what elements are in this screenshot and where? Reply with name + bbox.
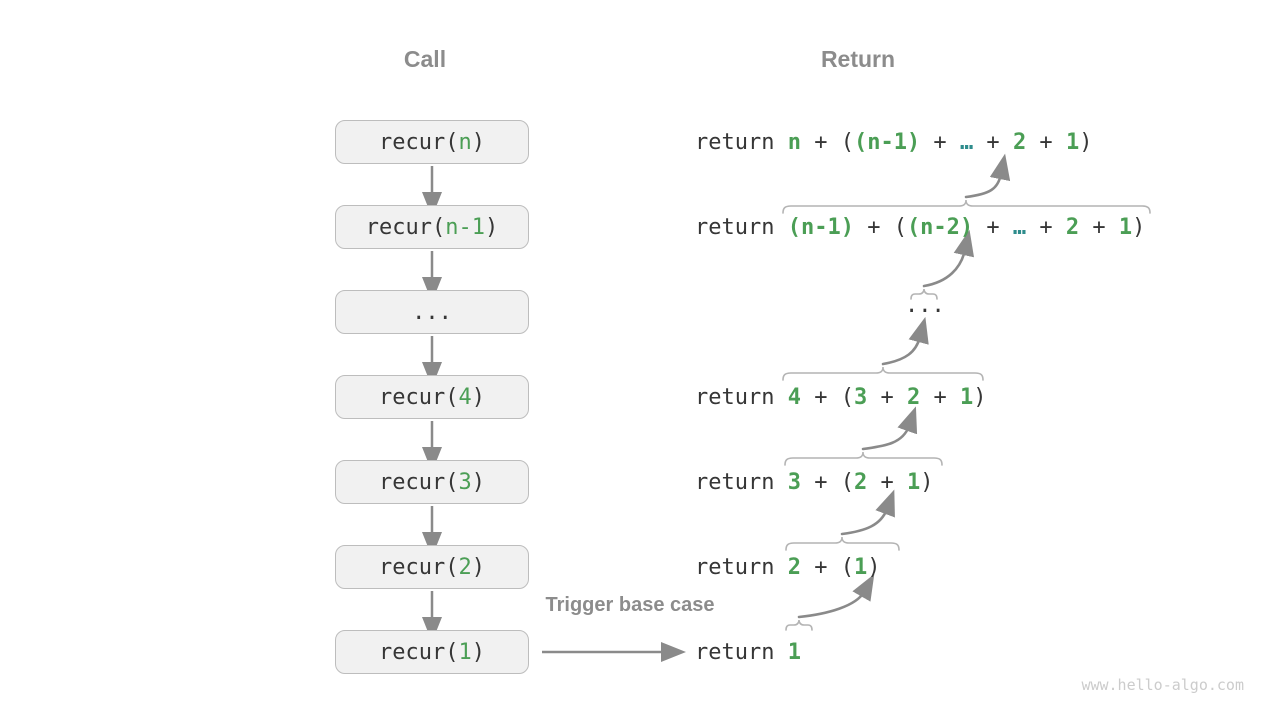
code-token: … [1012, 214, 1027, 240]
code-token: 1 [1118, 214, 1133, 240]
code-token: 4 [787, 384, 801, 410]
code-token: + [1026, 129, 1066, 155]
return-line-n: return n + ((n-1) + … + 2 + 1) [695, 127, 1092, 157]
code-token: 1 [906, 469, 921, 495]
call-box-recur-2: recur(2) [335, 545, 529, 589]
call-box-ellipsis: ... [335, 290, 529, 334]
code-token: + [973, 129, 1013, 155]
code-token: return [695, 469, 788, 495]
code-token: return [695, 639, 788, 665]
return-line-1: return 1 [695, 637, 801, 667]
code-token: recur( [365, 214, 446, 240]
code-token: ) [973, 384, 987, 410]
return-line-3: return 3 + (2 + 1) [695, 467, 933, 497]
code-token: ) [867, 554, 881, 580]
code-token: 3 [787, 469, 801, 495]
code-token: 2 [458, 554, 472, 580]
code-token: 3 [458, 469, 472, 495]
watermark: www.hello-algo.com [1081, 676, 1244, 694]
call-box-recur-3: recur(3) [335, 460, 529, 504]
code-token: 1 [787, 639, 801, 665]
code-token: ) [471, 639, 485, 665]
overbrace-return-1 [785, 619, 813, 631]
return-line-4: return 4 + (3 + 2 + 1) [695, 382, 986, 412]
code-token: + [1079, 214, 1119, 240]
code-token: return [695, 554, 788, 580]
code-token: 1 [1065, 129, 1080, 155]
overbrace-return-2 [785, 536, 900, 551]
code-token: 4 [458, 384, 472, 410]
code-token: + [920, 129, 960, 155]
code-token: ) [1132, 214, 1146, 240]
code-token: ) [1079, 129, 1093, 155]
call-box-recur-n: recur(n) [335, 120, 529, 164]
code-token: … [959, 129, 974, 155]
code-token: n [458, 129, 472, 155]
return-column-header: Return [820, 46, 896, 72]
code-token: 1 [959, 384, 974, 410]
code-token: + [867, 469, 907, 495]
code-token: return [695, 384, 788, 410]
call-box-recur-1: recur(1) [335, 630, 529, 674]
return-flow-arrow-6 [797, 573, 875, 619]
call-column-header: Call [403, 46, 447, 72]
code-token: 2 [1012, 129, 1027, 155]
overbrace-return-4 [782, 366, 984, 381]
return-flow-arrow-2 [922, 229, 975, 288]
overbrace-return-3 [784, 451, 943, 466]
code-token: ) [920, 469, 934, 495]
return-line-2: return 2 + (1) [695, 552, 880, 582]
code-token: + [920, 384, 960, 410]
code-token: + [867, 384, 907, 410]
code-token: ... [412, 299, 452, 325]
code-token: 2 [906, 384, 921, 410]
code-token: recur( [379, 384, 459, 410]
call-box-recur-4: recur(4) [335, 375, 529, 419]
code-token: n-1 [445, 214, 485, 240]
code-token: return [695, 129, 788, 155]
code-token: n [787, 129, 801, 155]
code-token: 3 [853, 384, 868, 410]
return-line-ellipsis: ... [905, 290, 945, 320]
code-token: + [1026, 214, 1066, 240]
code-token: recur( [379, 469, 459, 495]
code-token: (n-1) [787, 214, 854, 240]
code-token: (n-2) [906, 214, 974, 240]
code-token: ) [484, 214, 499, 240]
code-token: ) [471, 384, 485, 410]
code-token: recur( [379, 639, 459, 665]
call-box-recur-n-1: recur(n-1) [335, 205, 529, 249]
return-line-n-1: return (n-1) + ((n-2) + … + 2 + 1) [695, 212, 1145, 242]
code-token: (n-1) [853, 129, 921, 155]
code-token: 2 [1065, 214, 1080, 240]
code-token: return [695, 214, 788, 240]
code-token: ... [905, 292, 945, 318]
code-token: + ( [853, 214, 907, 240]
code-token: 1 [853, 554, 868, 580]
code-token: + ( [800, 384, 854, 410]
code-token: ) [471, 554, 485, 580]
trigger-base-case-label: Trigger base case [545, 594, 715, 616]
code-token: recur( [379, 554, 459, 580]
code-token: recur( [379, 129, 459, 155]
return-flow-arrow-4 [861, 406, 918, 451]
return-flow-arrow-3 [881, 316, 929, 366]
code-token: ) [471, 469, 485, 495]
code-token: ) [471, 129, 485, 155]
code-token: 1 [458, 639, 472, 665]
code-token: + [973, 214, 1013, 240]
code-token: 2 [853, 469, 868, 495]
code-token: + ( [800, 129, 854, 155]
code-token: 2 [787, 554, 801, 580]
return-flow-arrow-5 [840, 489, 895, 536]
return-flow-arrow-1 [964, 153, 1011, 199]
code-token: + ( [800, 469, 854, 495]
code-token: + ( [800, 554, 854, 580]
